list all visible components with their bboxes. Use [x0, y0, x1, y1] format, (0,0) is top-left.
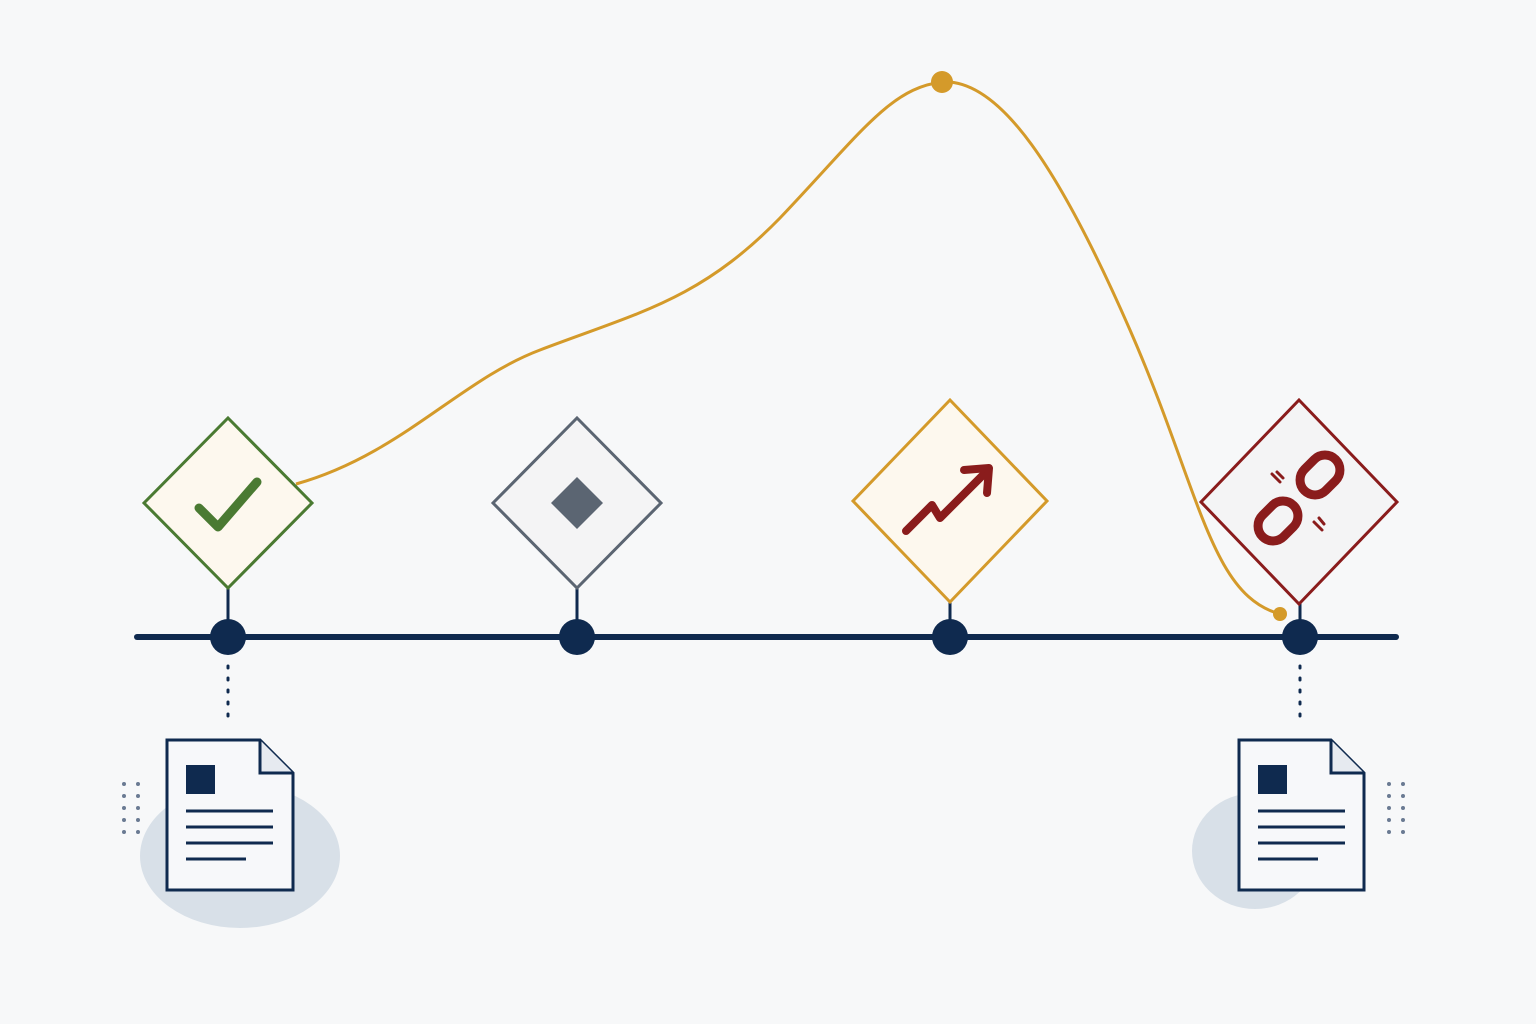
document-thumbnail: [1258, 765, 1287, 794]
checkmark-icon: [194, 477, 262, 532]
document-fold: [258, 740, 293, 775]
break-spark: [1275, 470, 1285, 480]
document-2: [1192, 738, 1405, 909]
document-fold: [1329, 740, 1364, 775]
trend-peak-marker: [931, 71, 953, 93]
document-thumbnail: [186, 765, 215, 794]
document-1-dot-grid: [122, 782, 140, 834]
milestone-2: [490, 415, 664, 655]
broken-link-icon: [1253, 450, 1345, 546]
milestone-2-node: [559, 619, 595, 655]
milestone-1: [141, 415, 315, 726]
break-spark: [1312, 520, 1324, 532]
trend-end-marker: [1273, 607, 1287, 621]
milestone-3-diamond: [850, 397, 1050, 605]
document-1: [122, 738, 340, 928]
milestone-4-diamond: [1198, 397, 1400, 607]
diamond-icon: [551, 477, 603, 529]
break-spark: [1270, 472, 1282, 484]
milestone-3: [850, 397, 1050, 655]
trending-up-arrow-icon: [902, 470, 988, 535]
milestone-1-node: [210, 619, 246, 655]
milestone-4-node: [1282, 619, 1318, 655]
break-spark: [1317, 516, 1326, 526]
document-2-dot-grid: [1387, 782, 1405, 834]
trend-curve: [295, 80, 1281, 616]
broken-link-lower-ring: [1253, 496, 1303, 546]
milestone-4: [1198, 397, 1400, 726]
trending-up-arrowhead-icon: [960, 464, 993, 497]
broken-link-upper-ring: [1295, 450, 1345, 500]
milestone-3-node: [932, 619, 968, 655]
milestone-1-diamond: [141, 415, 315, 591]
